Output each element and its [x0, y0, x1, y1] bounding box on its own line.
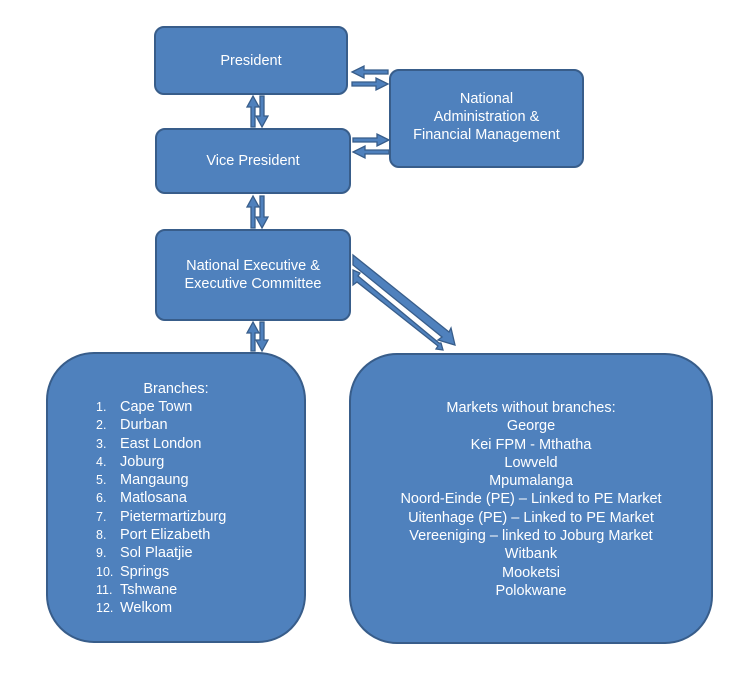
branch-number: 5.	[96, 473, 107, 488]
branch-item: 7. Pietermartizburg	[96, 508, 226, 526]
market-item: Polokwane	[495, 582, 567, 599]
branch-name: Springs	[120, 563, 170, 580]
branch-name: East London	[120, 435, 202, 452]
market-item: Vereeniging – linked to Joburg Market	[409, 528, 653, 545]
branches-box: Branches: 1. Cape Town 2. Durban 3. East Lo…	[46, 352, 306, 643]
market-item: Kei FPM - Mthatha	[470, 436, 592, 453]
branch-name: Tshwane	[120, 581, 178, 598]
market-item: Witbank	[504, 546, 558, 563]
branch-number: 3.	[96, 436, 107, 451]
branch-number: 10.	[96, 564, 114, 579]
national-executive-box: National Executive & Executive Committee	[155, 229, 351, 321]
branch-name: Welkom	[120, 600, 173, 617]
branch-item: 5. Mangaung	[96, 471, 226, 489]
branch-item: 12. Welkom	[96, 599, 226, 617]
president-box: President	[154, 26, 348, 95]
national-administration-box: National Administration & Financial Mana…	[389, 69, 584, 168]
branch-name: Joburg	[120, 453, 165, 470]
market-item: Noord-Einde (PE) – Linked to PE Market	[400, 491, 662, 508]
market-item: Mpumalanga	[489, 473, 573, 490]
arrow-president-nafm	[350, 64, 390, 92]
branch-name: Cape Town	[120, 399, 193, 415]
branch-number: 9.	[96, 546, 107, 561]
arrow-vice-nafm	[351, 132, 391, 160]
market-item: Lowveld	[504, 454, 558, 471]
branch-item: 2. Durban	[96, 416, 226, 434]
branch-name: Matlosana	[120, 490, 187, 507]
branch-number: 8.	[96, 528, 107, 543]
markets-box: Markets without branches: George Kei FPM…	[349, 353, 713, 644]
branch-item: 9. Sol Plaatjie	[96, 544, 226, 562]
branch-item: 8. Port Elizabeth	[96, 526, 226, 544]
branch-number: 4.	[96, 454, 107, 469]
branch-number: 11.	[96, 582, 113, 597]
branch-number: 12.	[96, 601, 114, 616]
arrow-president-vice	[245, 94, 270, 129]
arrow-vice-nec	[245, 194, 270, 230]
branch-number: 1.	[96, 400, 107, 414]
branch-name: Sol Plaatjie	[120, 545, 193, 562]
branch-item: 3. East London	[96, 435, 226, 453]
branch-number: 2.	[96, 418, 107, 433]
branch-name: Durban	[120, 417, 168, 434]
branch-number: 6.	[96, 491, 107, 506]
markets-title: Markets without branches:	[446, 400, 616, 416]
branch-item: 1. Cape Town	[96, 398, 226, 416]
branch-item: 6. Matlosana	[96, 489, 226, 507]
market-item: Uitenhage (PE) – Linked to PE Market	[408, 509, 654, 526]
vice-president-label: Vice President	[206, 153, 300, 169]
branch-name: Pietermartizburg	[120, 508, 227, 525]
market-item: Mooketsi	[501, 564, 561, 581]
nafm-line: National	[459, 90, 514, 107]
arrow-nec-branches	[245, 320, 270, 353]
branch-name: Port Elizabeth	[120, 527, 211, 544]
arrow-nec-markets	[352, 253, 456, 351]
market-item: George	[506, 418, 556, 435]
branch-item: 11. Tshwane	[96, 581, 226, 599]
president-label: President	[220, 52, 282, 69]
nec-line: National Executive &	[186, 258, 320, 274]
nafm-line: Administration &	[433, 108, 540, 125]
markets-list: Markets without branches: George Kei FPM…	[400, 399, 661, 600]
nafm-line: Financial Management	[413, 126, 560, 143]
branch-item: 4. Joburg	[96, 453, 226, 471]
branches-list: 1. Cape Town 2. Durban 3. East London 4. Job…	[96, 398, 226, 618]
vice-president-box: Vice President	[155, 128, 351, 194]
branches-title: Branches:	[143, 381, 209, 397]
branch-name: Mangaung	[120, 472, 189, 489]
nec-line: Executive Committee	[184, 276, 322, 292]
branch-number: 7.	[96, 509, 107, 524]
branch-item: 10. Springs	[96, 563, 226, 581]
